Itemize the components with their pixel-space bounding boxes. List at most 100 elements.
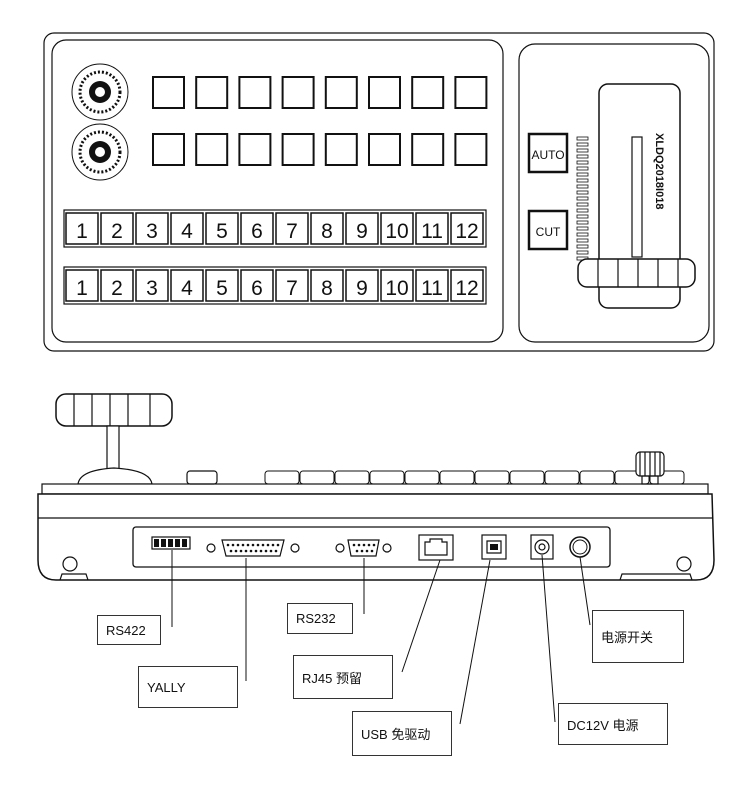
number-label: 3 <box>146 277 158 300</box>
number-button[interactable] <box>275 269 309 302</box>
number-label: 7 <box>286 277 298 300</box>
number-label: 7 <box>286 220 298 243</box>
tbar-slot <box>598 83 681 309</box>
rs422-port <box>151 536 191 550</box>
key-cap <box>544 470 580 485</box>
key-cap <box>579 470 615 485</box>
port-panel <box>132 526 611 568</box>
square-button[interactable] <box>411 133 445 166</box>
number-button[interactable] <box>65 212 99 245</box>
number-button[interactable] <box>240 269 274 302</box>
auto-button[interactable] <box>527 132 569 174</box>
number-label: 2 <box>111 277 123 300</box>
square-button[interactable] <box>454 76 488 109</box>
key-cap <box>264 470 300 485</box>
key-cap <box>474 470 510 485</box>
square-button[interactable] <box>454 133 488 166</box>
number-button[interactable] <box>310 212 344 245</box>
tbar-track <box>631 136 643 258</box>
square-button[interactable] <box>368 76 401 109</box>
square-button[interactable] <box>195 133 229 166</box>
rj45-port <box>418 534 454 561</box>
cut-label: CUT <box>536 225 561 239</box>
number-label: 6 <box>251 220 263 243</box>
number-button[interactable] <box>135 212 169 245</box>
tbar-tick <box>576 244 589 249</box>
square-button[interactable] <box>324 76 358 109</box>
number-label: 9 <box>356 220 368 243</box>
square-button[interactable] <box>411 76 445 109</box>
tbar-indicator <box>576 136 589 261</box>
rear-view <box>37 393 715 725</box>
tbar-tick <box>576 250 589 255</box>
model-number: XLDQ2018I018 <box>653 133 665 209</box>
tbar-tick <box>576 148 589 153</box>
square-button[interactable] <box>324 133 358 166</box>
rear-knob <box>635 451 665 485</box>
number-button[interactable] <box>170 269 204 302</box>
number-button[interactable] <box>310 269 344 302</box>
knob-bottom <box>71 123 129 181</box>
tbar-tick <box>576 160 589 165</box>
square-button[interactable] <box>152 76 185 109</box>
tally-label: YALLY <box>138 666 238 708</box>
number-label: 3 <box>146 220 158 243</box>
square-button[interactable] <box>368 133 401 166</box>
square-button[interactable] <box>195 76 229 109</box>
square-button[interactable] <box>281 133 315 166</box>
number-label: 4 <box>181 220 193 243</box>
tally-port <box>206 539 300 557</box>
dc-port <box>530 534 554 560</box>
number-button[interactable] <box>65 269 99 302</box>
number-button[interactable] <box>100 269 134 302</box>
number-button[interactable] <box>135 269 169 302</box>
number-label: 5 <box>216 220 228 243</box>
number-label: 10 <box>385 220 408 243</box>
square-button[interactable] <box>281 76 315 109</box>
number-button[interactable] <box>450 212 484 245</box>
knob-top <box>71 63 129 121</box>
number-button[interactable] <box>275 212 309 245</box>
tbar-tick <box>576 166 589 171</box>
key-cap <box>369 470 405 485</box>
number-label: 11 <box>421 220 443 243</box>
square-button[interactable] <box>238 76 272 109</box>
usb-port <box>481 534 507 560</box>
leader-lines <box>171 550 591 725</box>
power-label: 电源开关 <box>592 610 684 663</box>
usb-label: USB 免驱动 <box>352 711 452 756</box>
number-button[interactable] <box>345 212 379 245</box>
number-label: 5 <box>216 277 228 300</box>
number-label: 4 <box>181 277 193 300</box>
tbar-tick <box>576 136 589 141</box>
rj45-label: RJ45 预留 <box>293 655 393 699</box>
number-button[interactable] <box>240 212 274 245</box>
tbar-tick <box>576 154 589 159</box>
key-cap <box>404 470 440 485</box>
rs232-port <box>335 539 392 557</box>
number-button[interactable] <box>170 212 204 245</box>
number-button[interactable] <box>205 212 239 245</box>
square-button[interactable] <box>238 133 272 166</box>
number-button[interactable] <box>415 269 449 302</box>
number-label: 10 <box>385 277 408 300</box>
key-cap <box>299 470 335 485</box>
rs422-label: RS422 <box>97 615 161 645</box>
tbar-handle[interactable] <box>577 258 696 288</box>
number-button[interactable] <box>415 212 449 245</box>
number-button[interactable] <box>380 212 414 245</box>
tbar-tick <box>576 226 589 231</box>
number-button[interactable] <box>345 269 379 302</box>
number-button[interactable] <box>205 269 239 302</box>
key-cap <box>439 470 475 485</box>
panel-outline <box>43 32 715 352</box>
square-button[interactable] <box>152 133 185 166</box>
cut-button[interactable] <box>527 209 569 251</box>
tbar-tick <box>576 220 589 225</box>
number-row-frame <box>63 266 487 305</box>
number-button[interactable] <box>450 269 484 302</box>
number-button[interactable] <box>380 269 414 302</box>
number-button[interactable] <box>100 212 134 245</box>
dc-label: DC12V 电源 <box>558 703 668 745</box>
